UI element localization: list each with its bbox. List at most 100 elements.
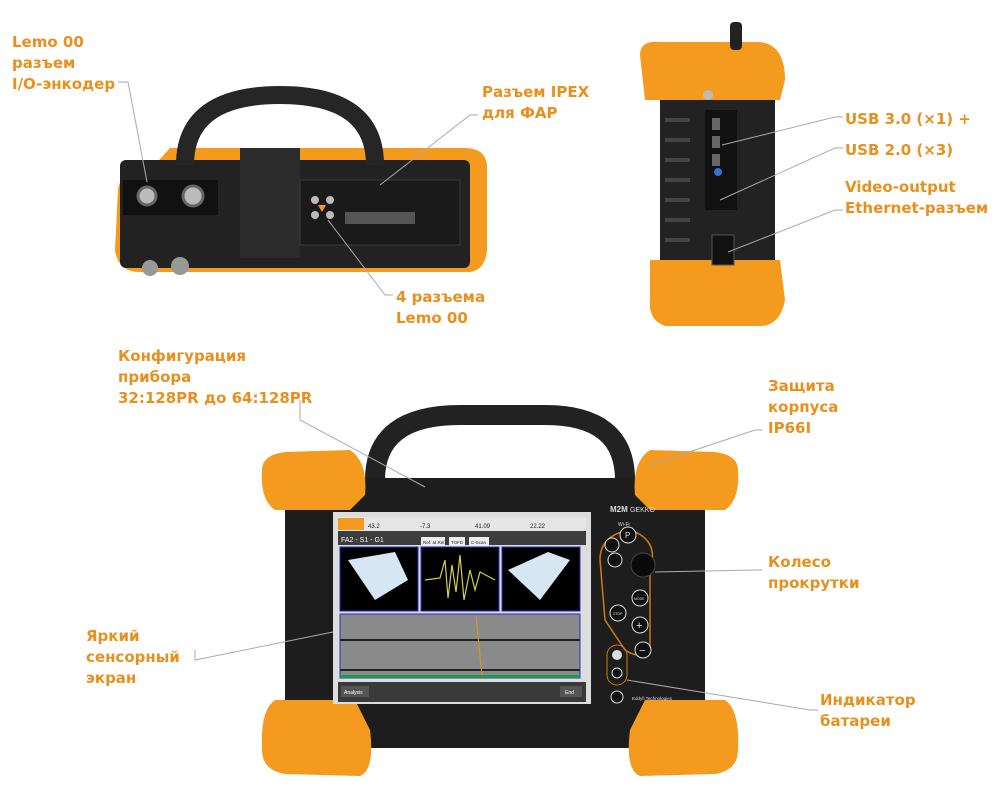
device-text: Wi-Fi (618, 522, 630, 528)
side-device (640, 22, 785, 326)
device-shape (299, 400, 426, 488)
device-shape (508, 552, 570, 600)
device-shape (338, 518, 364, 530)
scroll-wheel (630, 552, 656, 578)
device-shape (640, 41, 785, 100)
device-shape (118, 81, 148, 183)
label-line: экран (86, 669, 137, 687)
device-shape (345, 212, 415, 224)
label-lemo-io: Lemo 00 разъем I/O-энкодер (12, 32, 115, 95)
analysis-button: Analysis (344, 690, 363, 696)
device-shape (339, 613, 581, 679)
device-text: 22.22 (530, 524, 546, 530)
device-shape (338, 517, 586, 531)
device-text: -7.3 (420, 524, 431, 530)
device-shape (721, 116, 843, 146)
device-text: 41.09 (475, 524, 491, 530)
label-line: USB 3.0 (×1) + (845, 110, 971, 128)
label-line: сенсорный (86, 648, 180, 666)
device-shape (705, 110, 737, 210)
device-shape (711, 234, 735, 266)
corner-bumper (634, 450, 739, 510)
device-shape (654, 569, 762, 573)
device-shape (421, 537, 445, 546)
label-line: корпуса (768, 398, 839, 416)
battery-indicator (612, 650, 622, 660)
corner-bumper (261, 450, 366, 510)
device-shape (338, 682, 586, 702)
device-shape (719, 147, 843, 201)
lemo-connector-icon (136, 185, 158, 207)
label-line: Разъем IPEX (482, 83, 590, 101)
screen-title: FA2 - S1 - G1 (341, 537, 384, 544)
device-text: TOFD (451, 540, 464, 545)
label-lemo4: 4 разъема Lemo 00 (396, 287, 485, 329)
device-text: P (625, 531, 630, 540)
device-shape (634, 641, 652, 659)
label-line: Защита (768, 377, 835, 395)
label-protection: Защита корпуса IP66I (768, 376, 838, 439)
main-device: 43.2 -7.3 41.09 22.22 FA2 - S1 - G1 Ref.… (261, 405, 739, 776)
device-shape (365, 405, 635, 481)
device-shape (340, 675, 580, 678)
device-text: GEKKO (630, 507, 655, 514)
device-shape (631, 616, 649, 634)
device-shape (712, 118, 720, 130)
label-line: USB 2.0 (×3) (845, 141, 954, 159)
label-line: 4 разъема (396, 288, 486, 306)
label-battery: Индикатор батареи (820, 690, 916, 732)
label-usb: USB 3.0 (×1) + USB 2.0 (×3) (845, 104, 971, 166)
label-line: Конфигурация (118, 347, 247, 365)
device-shape (240, 148, 300, 258)
device-shape (665, 118, 690, 242)
label-line: прибора (118, 368, 192, 386)
device-text: Ref. at Ref. (423, 540, 446, 545)
device-shape (379, 114, 478, 186)
device-text: 43.2 (368, 524, 380, 530)
device-shape (649, 429, 762, 466)
device-shape (176, 85, 384, 166)
corner-bumper (628, 700, 739, 776)
end-button: End (565, 690, 574, 696)
label-line: разъем (12, 54, 76, 72)
label-line: для ФАР (482, 104, 558, 122)
label-line: IP66I (768, 419, 812, 437)
device-shape (318, 205, 326, 212)
device-text: MODE (634, 597, 645, 601)
device-text: − (639, 645, 645, 657)
label-wheel: Колесо прокрутки (768, 552, 860, 594)
device-text: C-Scan (471, 540, 487, 545)
device-text: M2M (610, 505, 628, 514)
device-shape (712, 136, 720, 148)
device-shape (326, 211, 334, 219)
device-shape (703, 90, 713, 100)
label-line: Ethernet-разъем (845, 199, 989, 217)
power-button (610, 690, 624, 704)
label-line: I/O-энкодер (12, 75, 116, 93)
device-text: Eddyfi Technologies (632, 696, 673, 701)
top-device (115, 85, 487, 276)
device-shape (327, 219, 393, 296)
device-shape (475, 615, 483, 677)
device-shape (341, 686, 369, 697)
device-shape (609, 604, 627, 622)
device-shape (649, 260, 785, 326)
device-text: + (636, 620, 642, 632)
label-line: Lemo 00 (12, 33, 84, 51)
corner-bumper (261, 700, 372, 776)
label-line: Яркий (86, 627, 140, 645)
device-shape (469, 537, 489, 546)
menu-button (604, 537, 620, 553)
device-shape (560, 686, 582, 697)
label-video: Video-output Ethernet-разъем (845, 177, 988, 219)
device-shape (449, 537, 465, 546)
device-shape (171, 257, 189, 275)
label-line: батареи (820, 712, 891, 730)
leader-lines (118, 81, 843, 711)
device-shape (619, 526, 637, 544)
device-shape (311, 211, 319, 219)
label-line: Lemo 00 (396, 309, 468, 327)
device-shape (730, 22, 742, 50)
